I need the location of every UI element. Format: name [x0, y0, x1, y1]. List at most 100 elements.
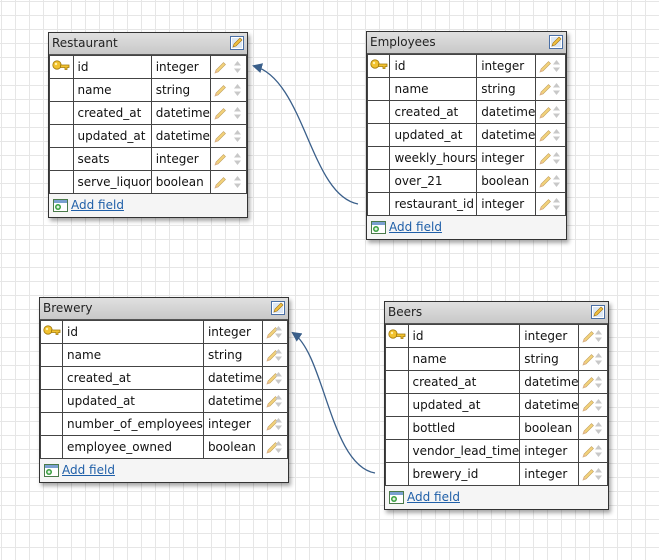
- field-name[interactable]: employee_owned: [62, 435, 204, 459]
- table-header[interactable]: Restaurant: [49, 33, 247, 55]
- reorder-arrows-icon[interactable]: [552, 197, 561, 211]
- reorder-arrows-icon[interactable]: [552, 174, 561, 188]
- edit-table-icon[interactable]: [549, 35, 563, 49]
- field-name[interactable]: updated_at: [62, 389, 204, 413]
- reorder-arrows-icon[interactable]: [594, 329, 603, 343]
- pencil-icon[interactable]: [582, 353, 595, 366]
- pencil-icon[interactable]: [539, 152, 552, 165]
- add-field-link[interactable]: Add field: [389, 220, 442, 234]
- reorder-arrows-icon[interactable]: [274, 325, 283, 339]
- field-name[interactable]: name: [62, 343, 204, 367]
- add-field-icon[interactable]: [389, 491, 404, 504]
- field-name[interactable]: weekly_hours: [389, 146, 478, 170]
- field-type[interactable]: integer: [476, 54, 537, 78]
- pencil-icon[interactable]: [539, 83, 552, 96]
- reorder-arrows-icon[interactable]: [274, 440, 283, 454]
- field-type[interactable]: integer: [519, 324, 580, 348]
- field-type[interactable]: datetime: [519, 393, 580, 417]
- field-name[interactable]: id: [389, 54, 478, 78]
- pencil-icon[interactable]: [582, 422, 595, 435]
- field-type[interactable]: boolean: [476, 169, 537, 193]
- field-type[interactable]: boolean: [150, 170, 211, 194]
- field-type[interactable]: datetime: [476, 100, 537, 124]
- add-field-link[interactable]: Add field: [71, 198, 124, 212]
- field-type[interactable]: datetime: [202, 389, 264, 413]
- reorder-arrows-icon[interactable]: [552, 82, 561, 96]
- reorder-arrows-icon[interactable]: [594, 375, 603, 389]
- reorder-arrows-icon[interactable]: [552, 128, 561, 142]
- pencil-icon[interactable]: [582, 445, 595, 458]
- pencil-icon[interactable]: [539, 129, 552, 142]
- field-type[interactable]: datetime: [202, 366, 264, 390]
- field-name[interactable]: created_at: [72, 101, 152, 125]
- pencil-icon[interactable]: [214, 107, 227, 120]
- field-name[interactable]: vendor_lead_time: [407, 439, 521, 463]
- field-name[interactable]: serve_liquor: [72, 170, 152, 194]
- reorder-arrows-icon[interactable]: [233, 152, 242, 166]
- pencil-icon[interactable]: [582, 468, 595, 481]
- reorder-arrows-icon[interactable]: [233, 106, 242, 120]
- reorder-arrows-icon[interactable]: [274, 417, 283, 431]
- field-type[interactable]: datetime: [519, 370, 580, 394]
- pencil-icon[interactable]: [214, 153, 227, 166]
- pencil-icon[interactable]: [214, 176, 227, 189]
- field-name[interactable]: number_of_employees: [62, 412, 204, 436]
- field-type[interactable]: integer: [202, 412, 264, 436]
- field-name[interactable]: bottled: [407, 416, 521, 440]
- pencil-icon[interactable]: [539, 60, 552, 73]
- field-type[interactable]: integer: [476, 146, 537, 170]
- pencil-icon[interactable]: [539, 198, 552, 211]
- field-type[interactable]: integer: [519, 462, 580, 486]
- pencil-icon[interactable]: [539, 106, 552, 119]
- field-name[interactable]: name: [389, 77, 478, 101]
- pencil-icon[interactable]: [582, 376, 595, 389]
- reorder-arrows-icon[interactable]: [594, 444, 603, 458]
- field-name[interactable]: name: [407, 347, 521, 371]
- add-field-icon[interactable]: [53, 199, 68, 212]
- field-name[interactable]: updated_at: [407, 393, 521, 417]
- reorder-arrows-icon[interactable]: [594, 398, 603, 412]
- reorder-arrows-icon[interactable]: [274, 394, 283, 408]
- field-name[interactable]: created_at: [407, 370, 521, 394]
- field-type[interactable]: boolean: [202, 435, 264, 459]
- reorder-arrows-icon[interactable]: [552, 105, 561, 119]
- field-type[interactable]: boolean: [519, 416, 580, 440]
- add-field-icon[interactable]: [371, 221, 386, 234]
- table-header[interactable]: Brewery: [40, 298, 288, 320]
- add-field-icon[interactable]: [44, 464, 59, 477]
- field-type[interactable]: datetime: [476, 123, 537, 147]
- field-name[interactable]: updated_at: [389, 123, 478, 147]
- edit-table-icon[interactable]: [230, 36, 244, 50]
- field-type[interactable]: integer: [150, 147, 211, 171]
- field-type[interactable]: string: [519, 347, 580, 371]
- field-type[interactable]: datetime: [150, 124, 211, 148]
- field-name[interactable]: id: [72, 55, 152, 79]
- reorder-arrows-icon[interactable]: [594, 467, 603, 481]
- pencil-icon[interactable]: [214, 61, 227, 74]
- pencil-icon[interactable]: [582, 399, 595, 412]
- pencil-icon[interactable]: [214, 130, 227, 143]
- field-type[interactable]: string: [202, 343, 264, 367]
- pencil-icon[interactable]: [582, 330, 595, 343]
- field-type[interactable]: integer: [519, 439, 580, 463]
